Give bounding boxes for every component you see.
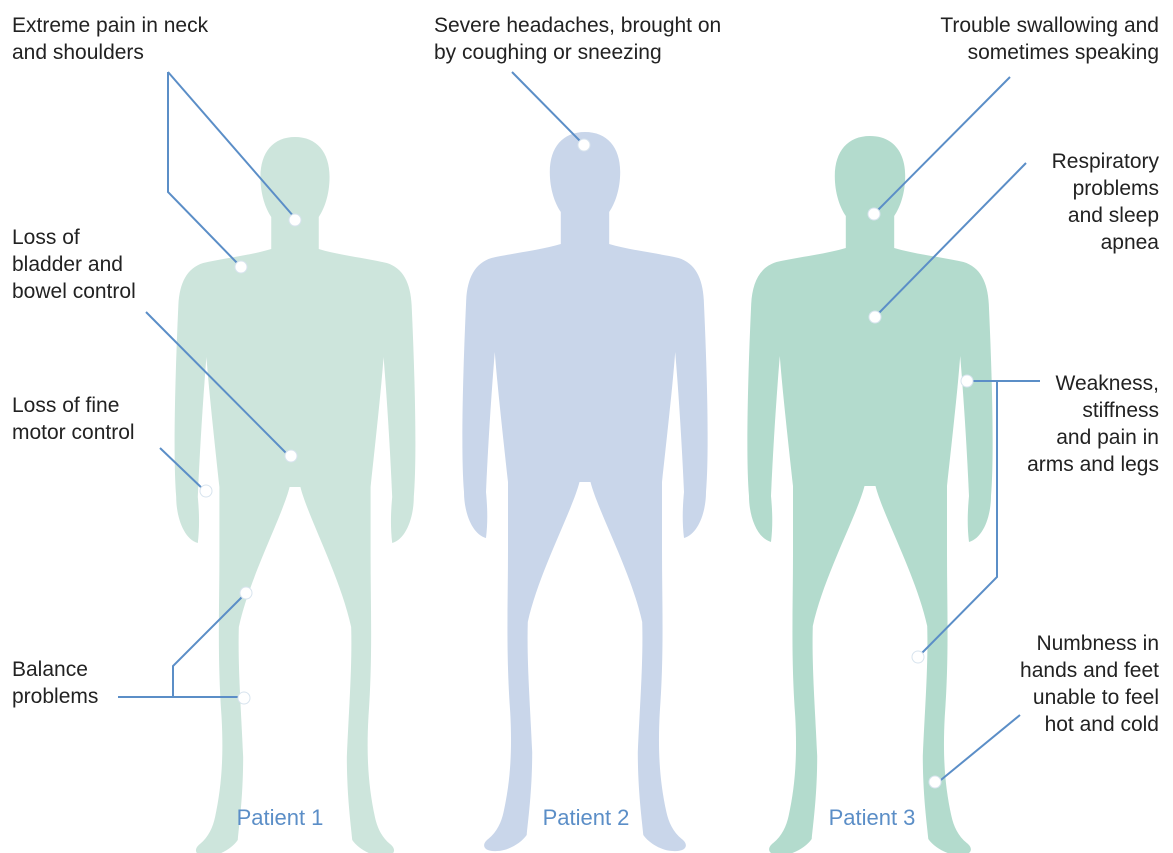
label-respiratory: Respiratory problems and sleep apnea <box>1052 148 1159 256</box>
label-numbness: Numbness in hands and feet unable to fee… <box>1020 630 1159 738</box>
marker-neck <box>289 214 301 226</box>
marker-leg <box>912 651 924 663</box>
patient-2-body <box>462 132 707 851</box>
marker-arm <box>961 375 973 387</box>
marker-chest <box>869 311 881 323</box>
label-neck-shoulders: Extreme pain in neck and shoulders <box>12 12 208 66</box>
patient-3-label: Patient 3 <box>772 805 972 831</box>
label-fine-motor: Loss of fine motor control <box>12 392 135 446</box>
patient-3-body <box>747 136 992 853</box>
marker-throat <box>868 208 880 220</box>
marker-shoulder <box>235 261 247 273</box>
marker-bladder <box>285 450 297 462</box>
marker-hand <box>200 485 212 497</box>
marker-knee <box>240 587 252 599</box>
marker-head <box>578 139 590 151</box>
patient-1-label: Patient 1 <box>180 805 380 831</box>
label-balance: Balance problems <box>12 656 98 710</box>
label-swallowing: Trouble swallowing and sometimes speakin… <box>940 12 1159 66</box>
label-bladder: Loss of bladder and bowel control <box>12 224 136 305</box>
patient-2-label: Patient 2 <box>486 805 686 831</box>
label-headaches: Severe headaches, brought on by coughing… <box>434 12 721 66</box>
marker-foot <box>929 776 941 788</box>
label-weakness: Weakness, stiffness and pain in arms and… <box>1027 370 1159 478</box>
marker-shin <box>238 692 250 704</box>
leader-headaches <box>512 72 584 145</box>
leader-numbness <box>936 715 1020 784</box>
